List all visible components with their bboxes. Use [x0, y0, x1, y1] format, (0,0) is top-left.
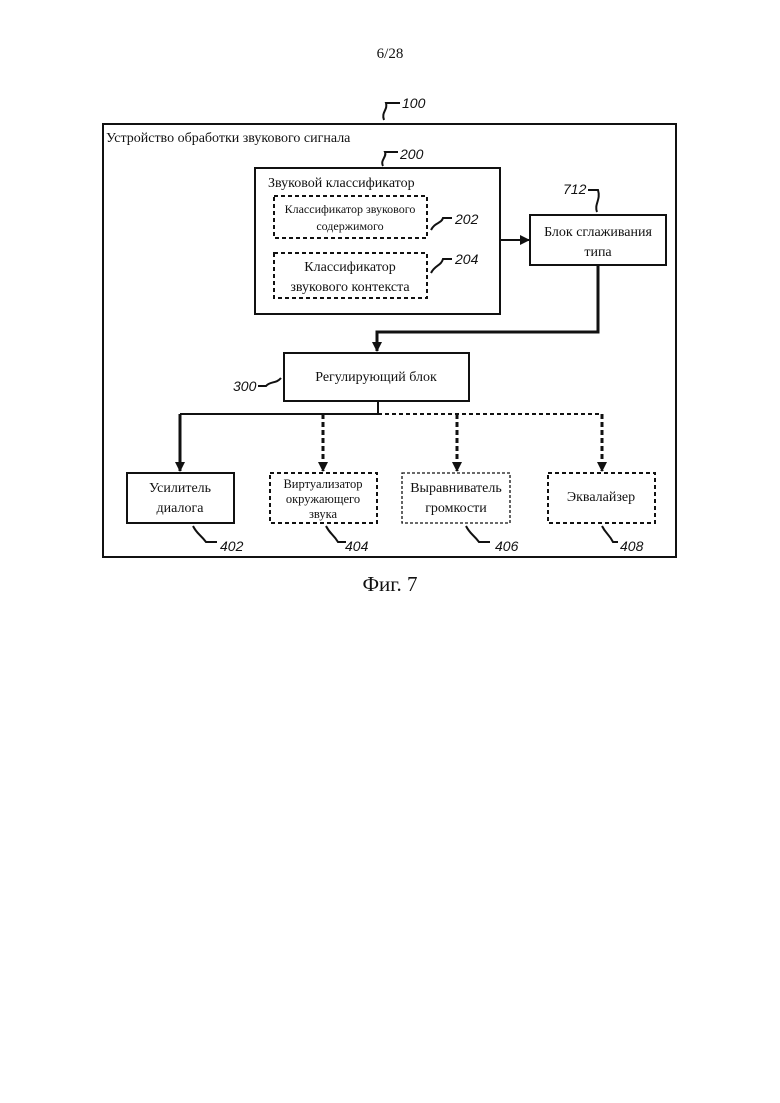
arrow-smoothing-to-adjust — [377, 265, 598, 351]
smoothing-line2: типа — [584, 245, 612, 260]
figure-caption: Фиг. 7 — [0, 572, 780, 597]
virtualizer-line3: звука — [309, 507, 338, 521]
content-classifier-line1: Классификатор звукового — [285, 202, 416, 216]
context-classifier-block: Классификатор звукового контекста 204 — [274, 251, 479, 298]
device-ref: 100 — [402, 95, 426, 111]
equalizer-label: Эквалайзер — [567, 490, 635, 505]
equalizer-block: Эквалайзер 408 — [548, 473, 655, 554]
smoothing-ref: 712 — [563, 181, 587, 197]
adjust-block: Регулирующий блок 300 — [233, 353, 469, 401]
content-classifier-block: Классификатор звукового содержимого 202 — [274, 196, 479, 238]
classifier-ref: 200 — [399, 146, 424, 162]
classifier-label: Звуковой классификатор — [268, 176, 415, 191]
context-classifier-line1: Классификатор — [304, 260, 395, 275]
leveler-block: Выравниватель громкости 406 — [402, 473, 519, 554]
dialog-line2: диалога — [157, 501, 205, 516]
content-classifier-line2: содержимого — [316, 219, 383, 233]
virtualizer-line1: Виртуализатор — [283, 477, 362, 491]
context-classifier-ref: 204 — [454, 251, 479, 267]
dialog-ref: 402 — [220, 538, 244, 554]
dialog-line1: Усилитель — [149, 481, 211, 496]
equalizer-ref: 408 — [620, 538, 644, 554]
virtualizer-block: Виртуализатор окружающего звука 404 — [270, 473, 377, 554]
adjust-ref: 300 — [233, 378, 257, 394]
content-classifier-ref: 202 — [454, 211, 479, 227]
leveler-line1: Выравниватель — [410, 481, 502, 496]
leveler-line2: громкости — [425, 501, 487, 516]
device-label: Устройство обработки звукового сигнала — [106, 131, 351, 146]
smoothing-block: Блок сглаживания типа 712 — [530, 181, 666, 265]
dialog-block: Усилитель диалога 402 — [127, 473, 244, 554]
adjust-label: Регулирующий блок — [315, 370, 437, 385]
smoothing-line1: Блок сглаживания — [544, 225, 652, 240]
virtualizer-line2: окружающего — [286, 492, 360, 506]
leveler-ref: 406 — [495, 538, 519, 554]
context-classifier-line2: звукового контекста — [290, 280, 410, 295]
virtualizer-ref: 404 — [345, 538, 369, 554]
